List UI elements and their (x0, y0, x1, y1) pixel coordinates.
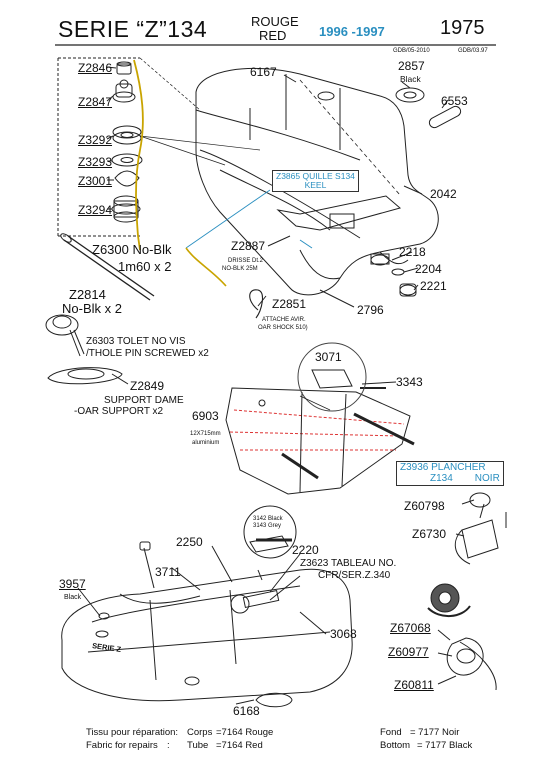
color-fr: ROUGE (251, 14, 299, 29)
label-z2887: Z2887 (231, 239, 266, 253)
label-z3292: Z3292 (78, 133, 113, 147)
footer-repair-fr-body: Corps (187, 727, 213, 738)
label-z6730: Z6730 (412, 527, 447, 541)
footer-repair-en-tube: Tube (187, 740, 209, 751)
label-z2814-sub: No-Blk x 2 (62, 301, 122, 316)
label-2857: 2857 (398, 59, 425, 73)
label-z6300-line1: Z6300 No-Blk (92, 242, 172, 257)
model-code: 1975 (440, 17, 485, 39)
label-z2851-note1: ATTACHE AVIR. (262, 317, 306, 323)
footer-repair-en-label: Fabric for repairs (86, 740, 158, 751)
label-z3865-box: Z3865 QUILLE S134 KEEL (272, 170, 359, 192)
label-z3936-model: Z134 (430, 472, 453, 484)
floorboard (225, 342, 415, 495)
label-z2846: Z2846 (78, 61, 113, 75)
label-z67068: Z67068 (390, 621, 431, 635)
label-3957: 3957 (59, 577, 86, 591)
valve-parts-stack (57, 57, 261, 237)
label-z2814: Z2814 (69, 287, 106, 302)
label-z3936-line1: Z3936 PLANCHER (400, 462, 486, 473)
years: 1996 -1997 (319, 24, 385, 39)
color-en: RED (259, 28, 287, 43)
label-2221: 2221 (420, 279, 447, 293)
footer-repair-en-colon: : (167, 740, 170, 751)
label-z3936-line2: Z134 NOIR (400, 472, 500, 485)
label-z2851-note2: OAR SHOCK 510) (258, 325, 308, 331)
label-6903-note1: 12X715mm (190, 431, 221, 437)
label-z3865-line2: KEEL (304, 179, 327, 190)
label-2250: 2250 (176, 535, 203, 549)
label-z6303-line2: /THOLE PIN SCREWED x2 (86, 348, 209, 359)
label-3142-line2: 3143 Grey (253, 523, 282, 529)
label-z3865-line1: Z3865 QUILLE S134 (276, 171, 355, 181)
label-z6300-line2: 1m60 x 2 (118, 259, 172, 274)
footer-floor-fr-label: Fond (380, 727, 402, 738)
label-2220: 2220 (292, 543, 319, 557)
label-z60798: Z60798 (404, 499, 445, 513)
cordage-line (133, 59, 144, 251)
bracket (454, 492, 507, 565)
label-z2847: Z2847 (78, 95, 113, 109)
oar-illustration (60, 233, 155, 301)
label-z3001: Z3001 (78, 174, 113, 188)
label-z2887-note2: NO-BLK 25M (222, 266, 258, 272)
label-6903-note2: aluminium (192, 440, 220, 446)
accessories (427, 583, 497, 691)
label-3068: 3068 (330, 627, 357, 641)
boat-top-view (195, 67, 462, 319)
label-z2849: Z2849 (130, 379, 165, 393)
keel-cord (185, 247, 227, 287)
label-3343: 3343 (396, 375, 423, 389)
label-2042: 2042 (430, 187, 457, 201)
label-z2851: Z2851 (272, 297, 307, 311)
label-3142-line1: 3142 Black (253, 516, 283, 522)
keel-leader (185, 189, 271, 249)
thole-pin (45, 314, 85, 357)
series-title: SERIE “Z”134 (58, 16, 208, 42)
footer-floor-en-label: Bottom (380, 740, 411, 751)
label-z2849-line1: SUPPORT DAME (104, 395, 184, 406)
label-z2887-note1: DRISSE Dt.2 (228, 258, 264, 264)
footer-repair-en-color: =7164 Red (216, 740, 263, 751)
label-6168: 6168 (233, 704, 260, 718)
label-6903: 6903 (192, 409, 219, 423)
label-2857-color: Black (400, 74, 421, 84)
footer-floor-en-color: = 7177 Black (417, 740, 473, 751)
doc-ref-right: GDB/03.97 (458, 48, 488, 54)
label-z60811: Z60811 (394, 678, 434, 692)
label-3711: 3711 (155, 565, 181, 579)
label-z3293: Z3293 (78, 155, 113, 169)
footer-repair-fr-color: =7164 Rouge (216, 727, 274, 738)
label-6167: 6167 (250, 65, 277, 79)
label-z3623-line1: Z3623 TABLEAU NO. (300, 558, 397, 569)
footer-floor-fr-color: = 7177 Noir (410, 727, 460, 738)
label-z3936-color: NOIR (474, 472, 500, 484)
label-6553: 6553 (441, 94, 468, 108)
label-2796: 2796 (357, 303, 384, 317)
oar-support (47, 367, 129, 385)
label-3957-color: Black (64, 594, 82, 601)
label-z2849-line2: -OAR SUPPORT x2 (74, 406, 164, 417)
label-3071: 3071 (315, 350, 342, 364)
doc-ref-left: GDB/05-2010 (393, 48, 430, 54)
label-z3623-line2: CFR/SER.Z.340 (318, 570, 391, 581)
label-2218: 2218 (399, 245, 426, 259)
label-z6303-line1: Z6303 TOLET NO VIS (86, 336, 186, 347)
label-z3936-box: Z3936 PLANCHER Z134 NOIR (396, 461, 504, 486)
label-z60977: Z60977 (388, 645, 429, 659)
label-z3294: Z3294 (78, 203, 113, 217)
footer-repair-fr-label: Tissu pour réparation: (86, 727, 179, 738)
label-2204: 2204 (415, 262, 442, 276)
boat-bottom-view (61, 505, 353, 708)
